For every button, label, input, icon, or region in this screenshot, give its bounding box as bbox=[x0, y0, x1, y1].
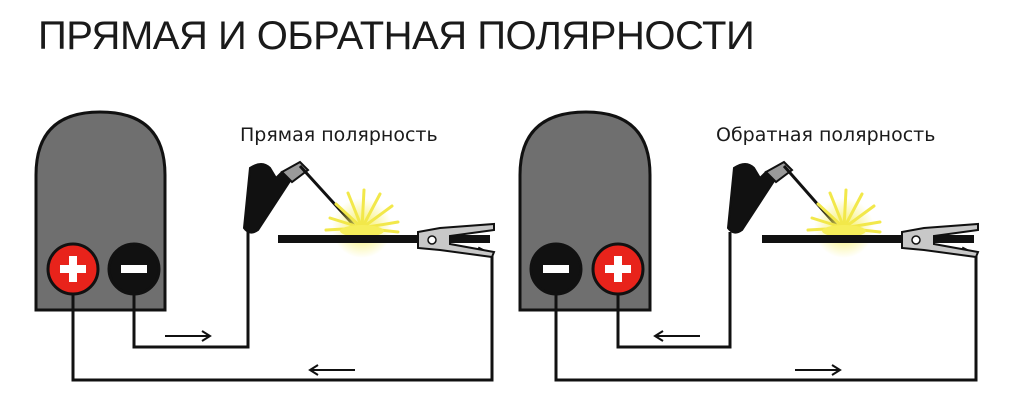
current-arrow-left bbox=[308, 364, 355, 376]
panel-straight-polarity: Прямая полярность bbox=[34, 110, 496, 382]
ground-clamp-icon bbox=[417, 222, 496, 259]
plus-terminal-icon bbox=[46, 242, 100, 296]
workpiece-plate bbox=[278, 235, 490, 243]
panel-reverse-polarity: Обратная полярность bbox=[518, 110, 980, 382]
electrode-holder-icon bbox=[726, 160, 844, 234]
polarity-label: Прямая полярность bbox=[240, 124, 438, 146]
current-arrow-right bbox=[165, 330, 212, 342]
current-arrow-right bbox=[795, 364, 842, 376]
minus-terminal-icon bbox=[529, 242, 583, 296]
arc-spark-icon bbox=[806, 188, 882, 258]
page-title: ПРЯМАЯ И ОБРАТНАЯ ПОЛЯРНОСТИ bbox=[38, 14, 755, 58]
arc-spark-icon bbox=[324, 188, 400, 258]
minus-terminal-icon bbox=[107, 242, 161, 296]
plus-terminal-icon bbox=[591, 242, 645, 296]
ground-clamp-icon bbox=[901, 222, 980, 259]
current-arrow-left bbox=[653, 330, 700, 342]
polarity-label: Обратная полярность bbox=[716, 124, 935, 146]
workpiece-plate bbox=[762, 235, 974, 243]
